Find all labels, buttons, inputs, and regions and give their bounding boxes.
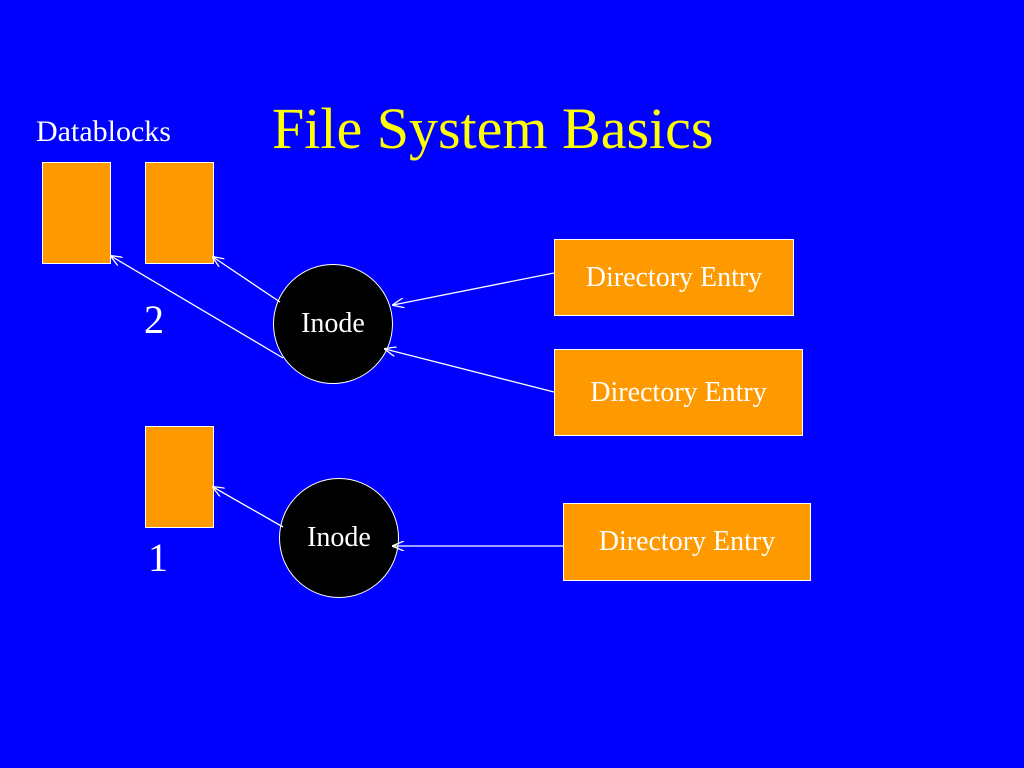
slide-title: File System Basics — [272, 96, 714, 161]
directory-entry-1: Directory Entry — [554, 239, 794, 316]
directory-entry-label: Directory Entry — [590, 376, 767, 408]
directory-entry-2: Directory Entry — [554, 349, 803, 436]
datablock-2 — [145, 162, 214, 264]
arrow-inode2-to-block3 — [213, 487, 284, 528]
inode-label: Inode — [301, 308, 365, 339]
datablock-3 — [145, 426, 214, 528]
arrow-entry1-to-inode1 — [393, 272, 555, 305]
datablock-1 — [42, 162, 111, 264]
inode-1: Inode — [273, 264, 393, 384]
datablocks-label: Datablocks — [36, 115, 171, 148]
arrow-entry2-to-inode1 — [385, 349, 555, 393]
link-count-2: 2 — [144, 297, 164, 342]
link-count-1: 1 — [148, 535, 168, 580]
inode-label: Inode — [307, 522, 371, 553]
directory-entry-label: Directory Entry — [598, 526, 776, 557]
arrow-inode1-to-block1 — [111, 256, 284, 359]
directory-entry-label: Directory Entry — [585, 261, 763, 293]
directory-entry-3: Directory Entry — [563, 503, 811, 581]
arrow-inode1-to-block2 — [213, 257, 281, 303]
inode-2: Inode — [279, 478, 399, 598]
